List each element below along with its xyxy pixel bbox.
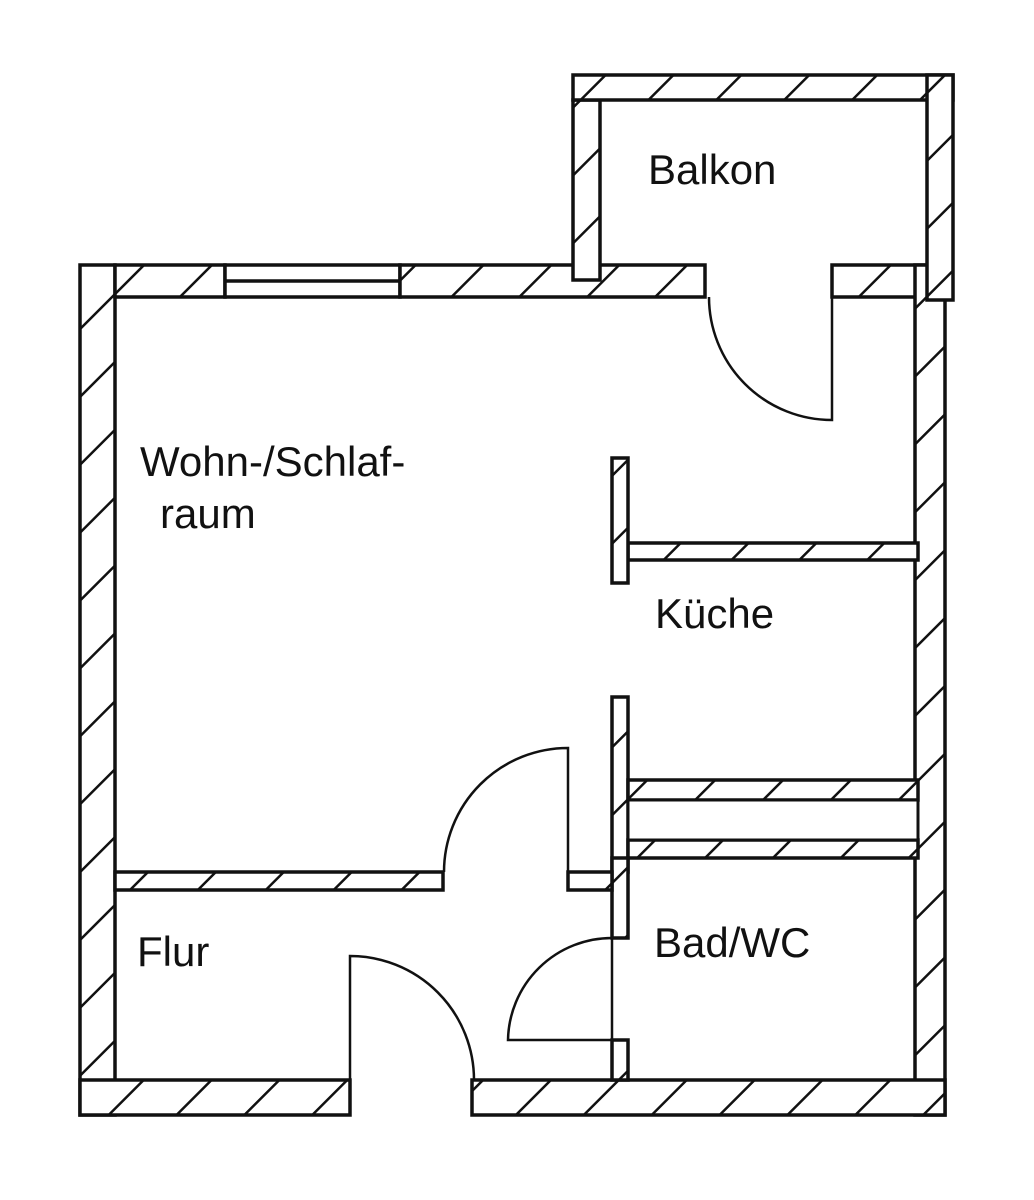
shaft-opening bbox=[626, 798, 920, 842]
label-kueche: Küche bbox=[655, 590, 774, 637]
outer-wall-top-mid bbox=[398, 263, 707, 299]
entrance-door-swing bbox=[348, 954, 476, 1081]
label-flur: Flur bbox=[137, 928, 209, 975]
bath-door-swing bbox=[506, 936, 614, 1042]
label-balkon: Balkon bbox=[648, 146, 776, 193]
balkon-wall-top bbox=[571, 73, 955, 102]
label-wohnraum-line2: raum bbox=[160, 490, 256, 537]
balkon-wall-right bbox=[925, 73, 955, 302]
wohnraum-door-swing bbox=[442, 746, 570, 873]
outer-wall-bottom-left bbox=[78, 1078, 352, 1117]
label-bad: Bad/WC bbox=[654, 919, 810, 966]
kitchen-partition-lower bbox=[610, 695, 630, 874]
flur-wall-top bbox=[113, 870, 445, 892]
walls bbox=[78, 73, 955, 1117]
label-wohnraum-line1: Wohn-/Schlaf- bbox=[140, 438, 405, 485]
kitchen-wall-bottom bbox=[626, 778, 920, 802]
bath-partition-upper bbox=[610, 856, 630, 940]
door-swings bbox=[348, 296, 834, 1081]
outer-wall-bottom-right bbox=[470, 1078, 947, 1117]
kitchen-partition-upper bbox=[610, 456, 630, 585]
outer-wall-top-left bbox=[113, 263, 227, 299]
outer-wall-left bbox=[78, 263, 117, 1117]
balkon-wall-left bbox=[571, 98, 602, 282]
small-wall-stub bbox=[566, 870, 614, 892]
kitchen-wall-top bbox=[626, 541, 920, 562]
bath-partition-lower bbox=[610, 1038, 630, 1082]
outer-wall-right bbox=[913, 263, 947, 1117]
balkon-door-swing bbox=[707, 296, 834, 422]
shaft-wall bbox=[626, 838, 920, 860]
